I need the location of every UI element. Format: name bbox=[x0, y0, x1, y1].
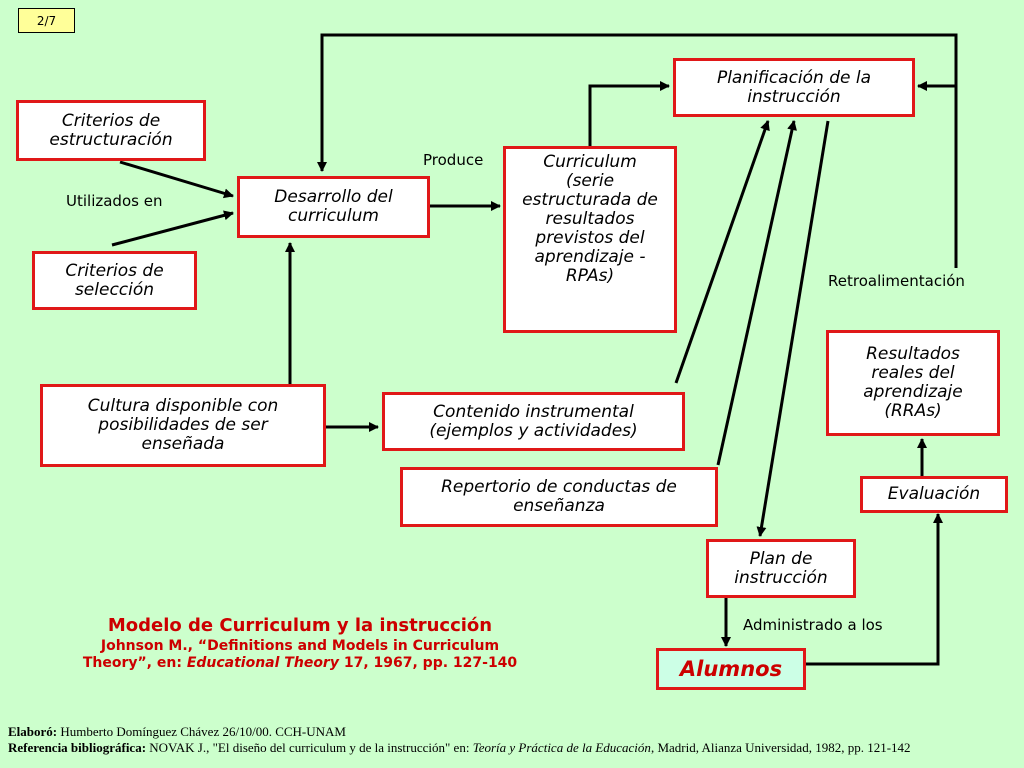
box-curriculum: Curriculum (serie estructurada de result… bbox=[503, 146, 677, 333]
diagram-title: Modelo de Curriculum y la instrucción bbox=[107, 615, 493, 636]
box-cultura: Cultura disponible con posibilidades de … bbox=[40, 384, 326, 467]
arrow-alumnos-evaluacion bbox=[806, 513, 943, 666]
citation-line-2: Theory”, en: Educational Theory 17, 1967… bbox=[40, 655, 560, 672]
box-planificacion: Planificación de la instrucción bbox=[673, 58, 915, 117]
diagram-title-block: Modelo de Curriculum y la instrucción Jo… bbox=[40, 614, 560, 672]
citation-journal: Educational Theory bbox=[186, 655, 339, 671]
footer: Elaboró: Humberto Domínguez Chávez 26/10… bbox=[8, 724, 911, 756]
box-resultados-reales: Resultados reales del aprendizaje (RRAs) bbox=[826, 330, 1000, 436]
reference-post: , Madrid, Alianza Universidad, 1982, pp.… bbox=[650, 740, 911, 755]
citation-post: 17, 1967, pp. 127-140 bbox=[338, 655, 518, 671]
reference-label: Referencia bibliográfica: bbox=[8, 740, 147, 755]
citation-pre: Theory”, en: bbox=[82, 655, 187, 671]
arrow-seleccion-desarrollo bbox=[111, 210, 234, 247]
box-desarrollo-curriculum: Desarrollo del curriculum bbox=[237, 176, 430, 238]
label-produce: Produce bbox=[423, 151, 484, 169]
citation-line-1: Johnson M., “Definitions and Models in C… bbox=[100, 638, 500, 654]
box-criterios-seleccion: Criterios de selección bbox=[32, 251, 197, 310]
arrow-curriculum-planificacion bbox=[588, 81, 670, 146]
footer-reference: Referencia bibliográfica: NOVAK J., "El … bbox=[8, 740, 911, 756]
label-retroalimentacion: Retroalimentación bbox=[828, 272, 965, 290]
arrow-estructuracion-desarrollo bbox=[119, 160, 234, 199]
box-plan-instruccion: Plan de instrucción bbox=[706, 539, 856, 598]
footer-elaboro: Elaboró: Humberto Domínguez Chávez 26/10… bbox=[8, 724, 911, 740]
reference-pre: NOVAK J., "El diseño del curriculum y de… bbox=[146, 740, 473, 755]
arrow-planificacion-plan bbox=[756, 120, 830, 537]
page-indicator: 2/7 bbox=[18, 8, 75, 33]
box-criterios-estructuracion: Criterios de estructuración bbox=[16, 100, 206, 161]
label-administrado: Administrado a los bbox=[743, 616, 883, 634]
arrow-contenido-planificacion bbox=[674, 120, 770, 384]
box-evaluacion: Evaluación bbox=[860, 476, 1008, 513]
box-alumnos: Alumnos bbox=[656, 648, 806, 690]
retro-label-bg bbox=[820, 268, 1010, 328]
reference-book: Teoría y Práctica de la Educación bbox=[472, 740, 651, 755]
elaboro-label: Elaboró: bbox=[8, 724, 58, 739]
box-repertorio: Repertorio de conductas de enseñanza bbox=[400, 467, 718, 527]
box-contenido: Contenido instrumental (ejemplos y activ… bbox=[382, 392, 685, 451]
arrow-feedback-loop bbox=[317, 33, 958, 330]
elaboro-text: Humberto Domínguez Chávez 26/10/00. CCH-… bbox=[57, 724, 346, 739]
label-utilizados-en: Utilizados en bbox=[66, 192, 163, 210]
arrow-repertorio-planificacion bbox=[716, 120, 797, 466]
